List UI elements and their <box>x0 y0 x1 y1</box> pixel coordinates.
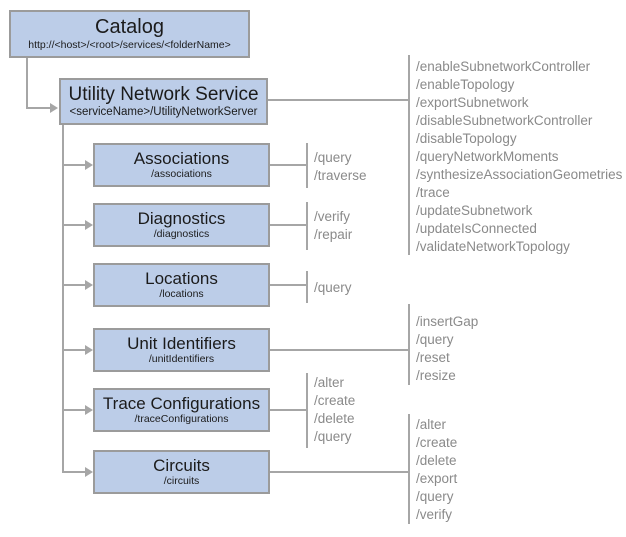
arrowhead-circuits-icon <box>85 467 93 477</box>
bar-trace-configurations-operations <box>306 373 308 448</box>
node-circuits-path: /circuits <box>163 474 200 487</box>
operation-item: /query <box>314 150 352 165</box>
connector-associations-operations <box>270 164 308 166</box>
operations-list-locations: /query <box>314 279 352 297</box>
connector-branch-associations <box>62 164 87 166</box>
connector-unit-identifiers-operations <box>270 349 410 351</box>
operations-list-associations: /query/traverse <box>314 149 367 185</box>
operations-list-utility-network-service: /enableSubnetworkController/enableTopolo… <box>416 58 622 256</box>
connector-trace-configurations-operations <box>270 409 308 411</box>
node-circuits: Circuits /circuits <box>93 450 270 494</box>
node-locations: Locations /locations <box>93 263 270 307</box>
node-associations: Associations /associations <box>93 143 270 187</box>
arrowhead-trace-configurations-icon <box>85 405 93 415</box>
connector-branch-unit-identifiers <box>62 349 87 351</box>
node-unit-identifiers-path: /unitIdentifiers <box>148 352 215 365</box>
operation-item: /enableTopology <box>416 77 515 92</box>
connector-service-trunk <box>62 125 64 473</box>
operation-item: /alter <box>314 375 345 390</box>
operation-item: /repair <box>314 227 353 242</box>
operation-item: /synthesizeAssociationGeometries <box>416 167 623 182</box>
connector-branch-diagnostics <box>62 224 87 226</box>
node-unit-identifiers-title: Unit Identifiers <box>127 333 236 353</box>
operation-item: /create <box>416 435 458 450</box>
operation-item: /query <box>416 332 454 347</box>
arrowhead-to-service-icon <box>50 103 58 113</box>
operation-item: /delete <box>314 411 355 426</box>
operation-item: /verify <box>314 209 351 224</box>
node-catalog: Catalog http://<host>/<root>/services/<f… <box>9 10 250 58</box>
node-utility-network-service-path: <serviceName>/UtilityNetworkServer <box>69 105 258 118</box>
bar-unit-identifiers-operations <box>408 304 410 385</box>
connector-branch-locations <box>62 284 87 286</box>
node-trace-configurations-path: /traceConfigurations <box>134 412 229 425</box>
node-unit-identifiers: Unit Identifiers /unitIdentifiers <box>93 328 270 372</box>
operation-item: /updateIsConnected <box>416 221 537 236</box>
bar-service-operations <box>408 55 410 255</box>
node-associations-path: /associations <box>151 167 212 180</box>
node-utility-network-service-title: Utility Network Service <box>68 83 259 105</box>
arrowhead-locations-icon <box>85 280 93 290</box>
operations-list-unit-identifiers: /insertGap/query/reset/resize <box>416 313 478 385</box>
node-associations-title: Associations <box>133 148 230 168</box>
arrowhead-unit-identifiers-icon <box>85 345 93 355</box>
operation-item: /disableTopology <box>416 131 517 146</box>
connector-diagnostics-operations <box>270 224 308 226</box>
node-catalog-title: Catalog <box>95 16 164 39</box>
operation-item: /traverse <box>314 168 367 183</box>
operation-item: /queryNetworkMoments <box>416 149 559 164</box>
operation-item: /disableSubnetworkController <box>416 113 593 128</box>
node-trace-configurations: Trace Configurations /traceConfiguration… <box>93 388 270 432</box>
operation-item: /export <box>416 471 458 486</box>
node-locations-path: /locations <box>159 287 204 300</box>
operation-item: /query <box>314 429 352 444</box>
operation-item: /query <box>314 280 352 295</box>
bar-circuits-operations <box>408 414 410 524</box>
operations-list-circuits: /alter/create/delete/export/query/verify <box>416 416 457 524</box>
operations-list-trace-configurations: /alter/create/delete/query <box>314 374 355 446</box>
operation-item: /reset <box>416 350 450 365</box>
connector-branch-trace-configurations <box>62 409 87 411</box>
connector-service-operations <box>268 99 410 101</box>
node-diagnostics-title: Diagnostics <box>137 208 226 228</box>
operation-item: /trace <box>416 185 450 200</box>
bar-associations-operations <box>306 143 308 188</box>
connector-catalog-right <box>26 107 52 109</box>
operation-item: /exportSubnetwork <box>416 95 529 110</box>
connector-catalog-down <box>26 58 28 109</box>
operation-item: /query <box>416 489 454 504</box>
bar-diagnostics-operations <box>306 202 308 250</box>
node-utility-network-service: Utility Network Service <serviceName>/Ut… <box>59 78 268 125</box>
connector-circuits-operations <box>270 471 410 473</box>
operation-item: /enableSubnetworkController <box>416 59 591 74</box>
operation-item: /delete <box>416 453 457 468</box>
node-diagnostics-path: /diagnostics <box>153 227 210 240</box>
operation-item: /insertGap <box>416 314 479 329</box>
operations-list-diagnostics: /verify/repair <box>314 208 352 244</box>
node-diagnostics: Diagnostics /diagnostics <box>93 203 270 247</box>
connector-branch-circuits <box>62 471 87 473</box>
node-trace-configurations-title: Trace Configurations <box>102 393 261 413</box>
operation-item: /verify <box>416 507 453 522</box>
arrowhead-associations-icon <box>85 160 93 170</box>
operation-item: /create <box>314 393 356 408</box>
arrowhead-diagnostics-icon <box>85 220 93 230</box>
bar-locations-operations <box>306 271 308 303</box>
connector-locations-operations <box>270 284 308 286</box>
operation-item: /updateSubnetwork <box>416 203 533 218</box>
operation-item: /validateNetworkTopology <box>416 239 570 254</box>
node-catalog-path: http://<host>/<root>/services/<folderNam… <box>28 38 231 51</box>
node-locations-title: Locations <box>145 268 218 288</box>
operation-item: /alter <box>416 417 447 432</box>
node-circuits-title: Circuits <box>153 455 210 475</box>
operation-item: /resize <box>416 368 456 383</box>
